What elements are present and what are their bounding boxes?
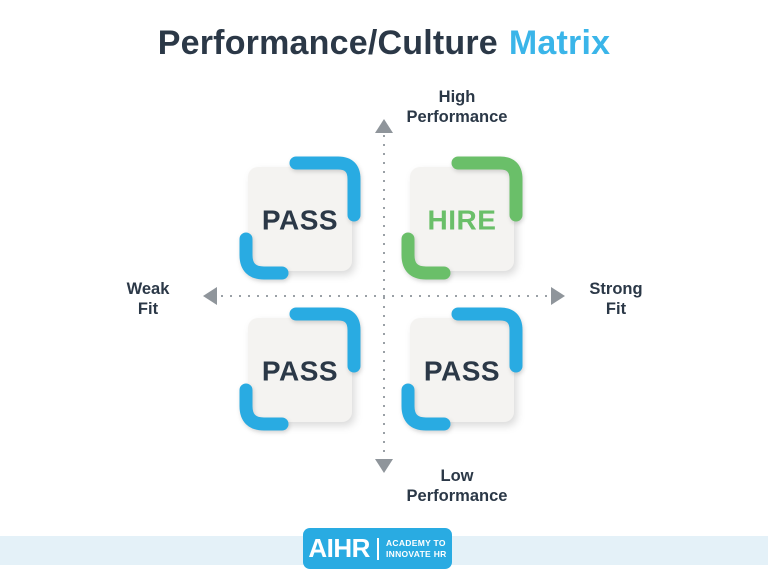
quadrant-label: HIRE xyxy=(428,205,497,236)
quadrant-label: PASS xyxy=(424,356,500,387)
quadrant-label: PASS xyxy=(262,205,338,236)
card-background xyxy=(410,167,514,271)
quadrant-card-top-left: PASS xyxy=(239,156,361,280)
quadrant-card-top-right: HIRE xyxy=(401,156,523,280)
axis-arrow-right-icon xyxy=(551,287,565,305)
axis-arrow-down-icon xyxy=(375,459,393,473)
corner-bracket-bottom-left-icon xyxy=(239,383,289,431)
quadrant-card-bottom-left: PASS xyxy=(239,307,361,431)
corner-bracket-bottom-left-icon xyxy=(239,232,289,280)
aihr-logo-text: AIHR xyxy=(308,533,370,563)
quadrant-label: PASS xyxy=(262,356,338,387)
corner-bracket-top-right-icon xyxy=(451,307,523,373)
logo-tagline-line2: INNOVATE HR xyxy=(385,548,447,559)
corner-bracket-top-right-icon xyxy=(451,156,523,222)
aihr-logo: AIHR ACADEMY TO INNOVATE HR xyxy=(303,528,452,569)
corner-bracket-top-right-icon xyxy=(289,307,361,373)
axis-arrow-up-icon xyxy=(375,119,393,133)
card-background xyxy=(248,318,352,422)
logo-tagline-line1: ACADEMY TO xyxy=(385,538,446,548)
axis-label-weak-fit: Weak Fit xyxy=(126,280,170,318)
logo-divider xyxy=(376,537,379,560)
title-accent-text: Matrix xyxy=(508,24,611,62)
page-title: Performance/Culture Matrix xyxy=(0,24,768,63)
axis-label-low-performance: Low Performance xyxy=(406,467,508,505)
card-background xyxy=(248,167,352,271)
axis-label-high-performance: High Performance xyxy=(406,88,508,126)
corner-bracket-bottom-left-icon xyxy=(401,232,451,280)
corner-bracket-top-right-icon xyxy=(289,156,361,222)
axis-arrow-left-icon xyxy=(203,287,217,305)
logo-tagline: ACADEMY TO INNOVATE HR xyxy=(386,538,447,559)
axis-label-strong-fit: Strong Fit xyxy=(589,280,643,318)
corner-bracket-bottom-left-icon xyxy=(401,383,451,431)
quadrant-card-bottom-right: PASS xyxy=(401,307,523,431)
card-background xyxy=(410,318,514,422)
vertical-axis-dotted-line xyxy=(383,135,385,461)
title-main-text: Performance/Culture xyxy=(157,24,498,62)
horizontal-axis-dotted-line xyxy=(221,295,551,297)
